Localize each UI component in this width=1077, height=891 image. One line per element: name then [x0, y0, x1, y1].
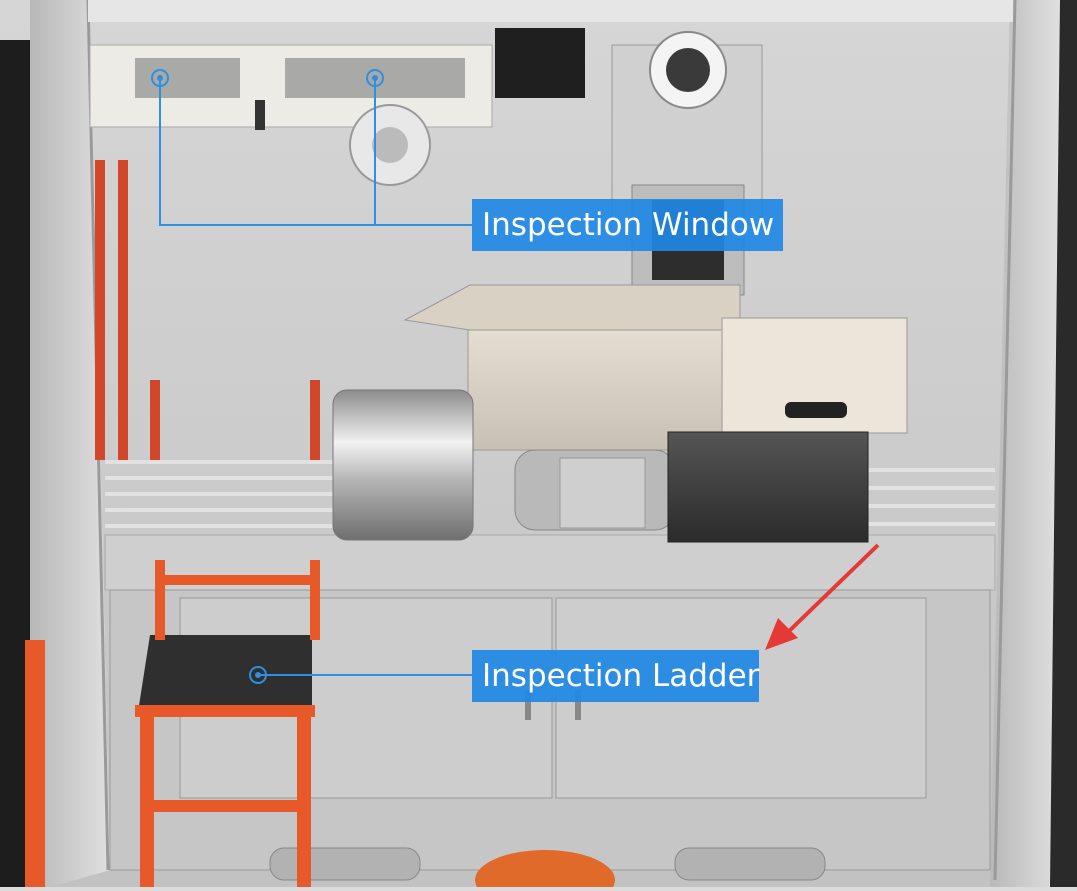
red-arrow	[765, 543, 880, 650]
window-marker-1	[151, 69, 169, 87]
inspection-ladder	[25, 560, 320, 887]
window-marker-2	[366, 69, 384, 87]
gearbox-plate	[559, 457, 646, 529]
orange-base-part	[475, 850, 615, 891]
ladder-rail-back-left	[155, 560, 165, 640]
window-marker-2-dot	[372, 75, 378, 81]
window-handle	[255, 100, 265, 130]
cabinet-handle-right	[575, 690, 581, 720]
orange-bracket-left	[150, 380, 160, 460]
ladder-marker	[249, 666, 267, 684]
servo-motor	[667, 431, 869, 543]
top-black-box	[495, 28, 585, 98]
orange-bracket-right	[310, 380, 320, 460]
ladder-rung-lower	[140, 800, 310, 812]
control-box-handle	[785, 402, 847, 418]
hopper-inlet	[403, 284, 741, 331]
ladder-side-left	[25, 640, 45, 887]
window-leader-line	[159, 78, 472, 226]
base-slot-left	[269, 847, 421, 881]
left-door-frame	[30, 0, 110, 887]
right-door-frame	[990, 0, 1060, 887]
orange-pipe-2	[118, 160, 128, 460]
right-tubing	[860, 468, 995, 526]
ladder-step-top	[138, 635, 312, 712]
window-marker-1-dot	[157, 75, 163, 81]
round-port-inner	[372, 127, 408, 163]
cabinet-handle-left	[525, 690, 531, 720]
ceiling-strip	[88, 0, 1013, 22]
orange-pipe-1	[95, 160, 105, 460]
ladder-rung-upper	[160, 575, 320, 585]
left-tubing	[105, 460, 340, 528]
hopper-wheel-hub	[666, 48, 710, 92]
ladder-rail-back-right	[310, 560, 320, 640]
extruder-housing	[467, 329, 729, 451]
window-glass-left	[135, 58, 240, 98]
base-slot-right	[674, 847, 826, 881]
barrel-cylinder	[332, 389, 474, 541]
ladder-marker-dot	[255, 672, 261, 678]
inspection-ladder-label: Inspection Ladder	[472, 650, 759, 702]
right-frame-edge	[993, 0, 1017, 881]
inspection-window-label: Inspection Window	[472, 199, 783, 251]
ladder-step-front	[135, 705, 315, 717]
